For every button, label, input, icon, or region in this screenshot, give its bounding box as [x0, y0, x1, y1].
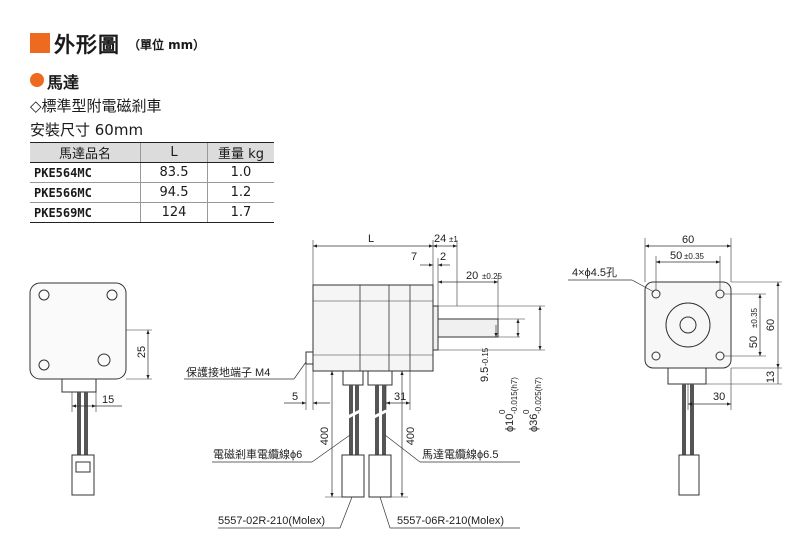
weight-cell: 1.2 — [207, 182, 274, 203]
title-marker — [30, 33, 50, 53]
table-row: PKE564MC 83.5 1.0 — [30, 162, 274, 183]
mount-hole — [106, 289, 118, 301]
side-view — [184, 240, 545, 529]
motor-cable-gland — [367, 370, 393, 386]
column-header-model: 馬達品名 — [30, 142, 141, 163]
section-title: 馬達 — [47, 73, 80, 92]
tol-phi36-bottom: -0.025(h7) — [534, 377, 543, 414]
dim-25: 25 — [136, 346, 148, 358]
dim-2: 2 — [440, 251, 446, 263]
tol-24: ±1 — [449, 235, 458, 244]
column-header-weight: 重量 kg — [207, 142, 274, 163]
cable-outlet — [61, 379, 97, 393]
dim-400-brake: 400 — [319, 427, 331, 445]
dim-60-side: 60 — [765, 319, 777, 331]
dim-15: 15 — [102, 394, 114, 406]
dim-phi36: ϕ36 — [528, 414, 540, 432]
weight-cell: 1.7 — [207, 202, 274, 223]
brake-cable-label: 電磁剎車電纜線ϕ6 — [213, 447, 302, 461]
tol-9-5: -0.15 — [481, 347, 490, 366]
motor-flange-front — [29, 282, 127, 380]
length-cell: 124 — [140, 202, 208, 223]
unit-label: （單位 mm） — [128, 38, 206, 52]
ground-terminal-label: 保護接地端子 M4 — [186, 365, 270, 379]
tol-20: ±0.25 — [482, 272, 503, 281]
dim-60-top: 60 — [682, 234, 694, 246]
dim-20: 20 — [466, 270, 478, 282]
ground-terminal — [305, 351, 314, 365]
weight-cell: 1.0 — [207, 162, 274, 183]
tol-50-side: ±0.35 — [750, 307, 759, 328]
tol-50-top: ±0.35 — [684, 252, 705, 261]
mount-size-label: 安裝尺寸 60mm — [30, 121, 144, 139]
column-header-length: L — [140, 142, 208, 163]
dim-13: 13 — [765, 371, 777, 383]
brake-connector-label: 5557-02R-210(Molex) — [218, 515, 325, 527]
dim-30: 30 — [713, 391, 725, 403]
length-cell: 94.5 — [140, 182, 208, 203]
motor-connector-label: 5557-06R-210(Molex) — [397, 515, 504, 527]
shaft-circle — [679, 316, 697, 334]
dim-31: 31 — [394, 391, 406, 403]
motor-cable-label: 馬達電纜線ϕ6.5 — [422, 447, 498, 461]
model-cell: PKE569MC — [30, 202, 141, 223]
dim-5: 5 — [292, 391, 298, 403]
mount-hole — [651, 351, 661, 361]
dim-9-5: 9.5 — [479, 367, 491, 382]
section-marker — [30, 73, 44, 87]
tol-phi10-top: 0 — [498, 409, 507, 414]
brake-connector — [341, 454, 365, 498]
pilot — [432, 305, 439, 351]
mount-hole — [38, 359, 50, 371]
motor-flange-rear — [644, 281, 732, 369]
dim-7: 7 — [411, 251, 417, 263]
length-cell: 83.5 — [140, 162, 208, 183]
motor-connector — [368, 454, 392, 498]
dim-400-motor: 400 — [405, 427, 417, 445]
mount-hole — [38, 289, 50, 301]
front-view — [29, 282, 152, 496]
brake-cable-gland — [342, 370, 364, 386]
connector-latch — [75, 461, 91, 473]
ground-terminal — [97, 353, 111, 367]
connector — [678, 454, 700, 496]
page-title: 外形圖 — [54, 33, 120, 57]
hole-spec-label: 4×ϕ4.5孔 — [572, 266, 617, 279]
pilot-circle — [665, 302, 711, 348]
dim-24: 24 — [434, 233, 446, 245]
connector — [71, 454, 95, 496]
tol-phi36-top: 0 — [522, 409, 531, 414]
dim-50-top: 50 — [670, 250, 682, 262]
motor-body — [312, 284, 434, 372]
dim-phi10: ϕ10 — [504, 414, 516, 432]
cable-outlet — [667, 368, 707, 385]
spec-table: 馬達品名 L 重量 kg PKE564MC 83.5 1.0 PKE566MC … — [30, 142, 274, 223]
tol-phi10-bottom: -0.015(h7) — [510, 377, 519, 414]
model-cell: PKE564MC — [30, 162, 141, 183]
subsection-title: ◇標準型附電磁剎車 — [30, 97, 162, 115]
rear-view — [568, 238, 782, 496]
dim-50-side: 50 — [748, 336, 760, 348]
table-row: PKE566MC 94.5 1.2 — [30, 182, 274, 203]
model-cell: PKE566MC — [30, 182, 141, 203]
table-header-row: 馬達品名 L 重量 kg — [30, 142, 274, 163]
dim-L: L — [368, 233, 374, 245]
table-row: PKE569MC 124 1.7 — [30, 202, 274, 223]
shaft — [437, 318, 499, 338]
